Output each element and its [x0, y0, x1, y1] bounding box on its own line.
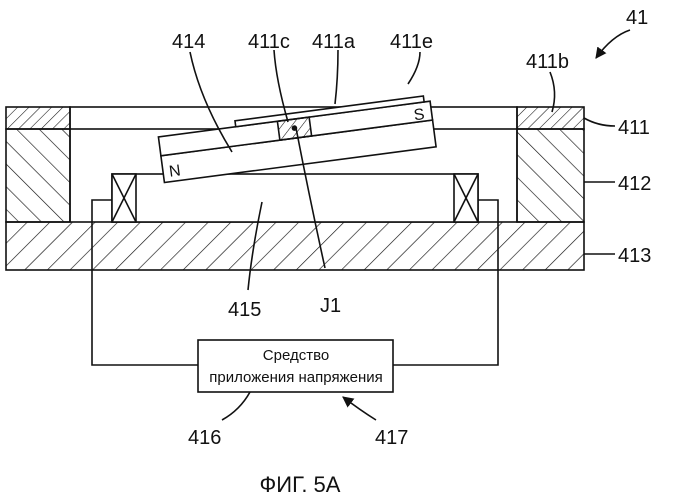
coil-lead-right-stub	[478, 200, 498, 222]
figure-caption: ФИГ. 5А	[260, 472, 341, 497]
arrow-41	[596, 30, 630, 58]
left-coil-winding	[112, 174, 136, 222]
voltage-box-line2: приложения напряжения	[209, 369, 382, 386]
label-411c: 411c	[248, 31, 290, 53]
right-top-layer-411b	[517, 107, 584, 129]
north-pole-label: N	[168, 162, 182, 180]
label-417: 417	[375, 427, 408, 449]
label-411b: 411b	[526, 51, 569, 73]
right-block-412	[517, 129, 584, 222]
south-pole-label: S	[413, 106, 426, 124]
voltage-box-line1: Средство	[263, 347, 329, 364]
left-top-layer-411	[6, 107, 70, 129]
coil-lead-left-stub	[92, 200, 112, 222]
label-41: 41	[626, 7, 648, 29]
label-414: 414	[172, 31, 205, 53]
right-coil-winding	[454, 174, 478, 222]
label-411e: 411e	[390, 31, 433, 53]
label-j1: J1	[320, 295, 341, 317]
label-411: 411	[618, 117, 650, 139]
tilted-mirror-assembly: N S	[158, 95, 436, 182]
left-block-412	[6, 129, 70, 222]
label-415: 415	[228, 299, 261, 321]
label-416: 416	[188, 427, 221, 449]
label-413: 413	[618, 245, 651, 267]
label-411a: 411a	[312, 31, 356, 53]
arrow-417	[343, 397, 376, 420]
label-412: 412	[618, 173, 651, 195]
